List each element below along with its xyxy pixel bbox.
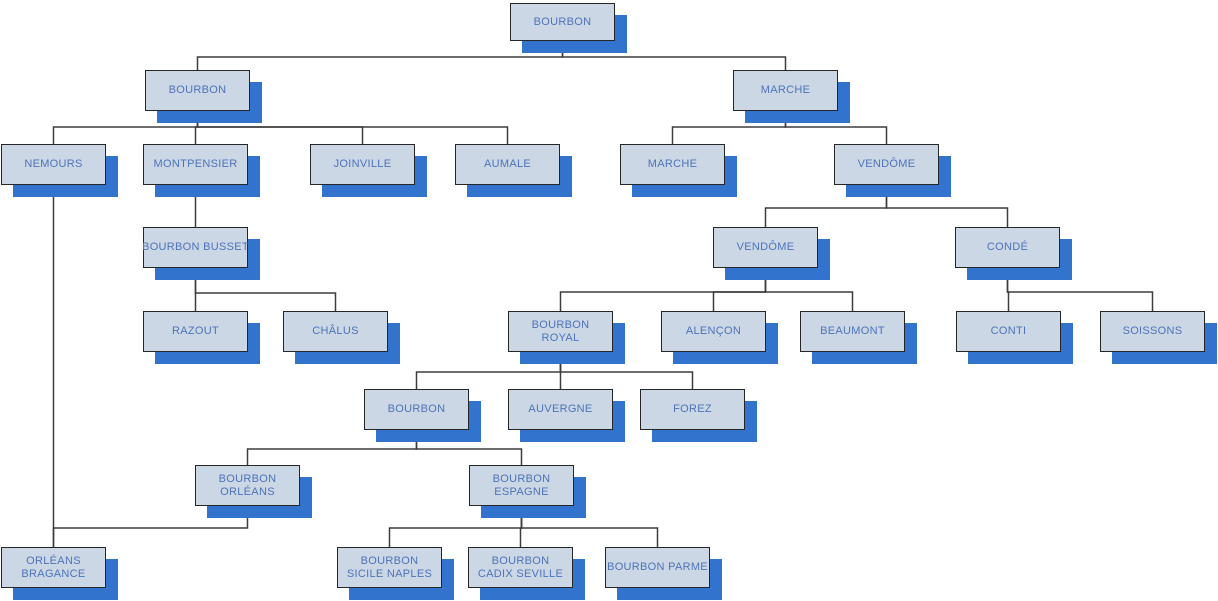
tree-node-nemours[interactable]: NEMOURS <box>1 144 106 185</box>
tree-node-auvergne[interactable]: AUVERGNE <box>508 389 613 430</box>
tree-node-label: MARCHE <box>760 84 811 96</box>
connector-vendome-3-to-bourbon-royal <box>559 268 767 311</box>
tree-node-conti[interactable]: CONTI <box>956 311 1061 352</box>
connector-bourbon-root-to-marche-1 <box>561 41 787 70</box>
tree-node-label: BOURBON <box>491 554 550 567</box>
connector-vendome-3-to-beaumont <box>764 268 854 311</box>
tree-node-vendome-2[interactable]: VENDÔME <box>834 144 939 185</box>
connector-bourbon-4-to-bourbon-orleans <box>246 430 418 465</box>
connector-bourbon-busset-to-chalus <box>194 268 337 311</box>
tree-node-bourbon-busset[interactable]: BOURBON BUSSET <box>142 227 249 268</box>
connector-marche-1-to-vendome-2 <box>784 111 888 144</box>
connector-marche-1-to-marche-2 <box>671 111 787 144</box>
tree-node-label: SOISSONS <box>1122 325 1183 337</box>
tree-node-label: FOREZ <box>673 403 712 415</box>
tree-node-label: BOURBON <box>360 554 419 567</box>
connector-bourbon-1-to-aumale <box>196 111 509 144</box>
connector-conde-to-soissons <box>1006 268 1154 311</box>
tree-node-razout[interactable]: RAZOUT <box>143 311 248 352</box>
tree-node-soissons[interactable]: SOISSONS <box>1100 311 1205 352</box>
tree-node-alencon[interactable]: ALENÇON <box>661 311 766 352</box>
tree-node-vendome-3[interactable]: VENDÔME <box>713 227 818 268</box>
tree-node-label: BEAUMONT <box>820 325 885 337</box>
connector-bourbon-root-to-bourbon-1 <box>196 41 564 70</box>
tree-node-bourbon-parme[interactable]: BOURBON PARME <box>605 547 710 588</box>
tree-node-label: CADIX SEVILLE <box>477 567 564 580</box>
tree-node-chalus[interactable]: CHÂLUS <box>283 311 388 352</box>
tree-node-beaumont[interactable]: BEAUMONT <box>800 311 905 352</box>
tree-node-label: BOURBON <box>218 472 277 485</box>
tree-node-label: CONDÉ <box>986 241 1029 253</box>
tree-node-aumale[interactable]: AUMALE <box>455 144 560 185</box>
tree-node-montpensier[interactable]: MONTPENSIER <box>143 144 248 185</box>
tree-node-marche-2[interactable]: MARCHE <box>620 144 725 185</box>
tree-node-label: ESPAGNE <box>494 485 549 498</box>
connector-vendome-2-to-conde <box>885 185 1009 227</box>
connector-bourbon-espagne-to-bourbon-parme <box>520 506 659 547</box>
tree-node-label: AUMALE <box>483 158 532 170</box>
tree-node-bourbon-1[interactable]: BOURBON <box>145 70 250 111</box>
connector-vendome-3-to-alencon <box>712 268 767 311</box>
tree-node-label: BOURBON <box>168 84 227 96</box>
tree-node-label: VENDÔME <box>857 158 916 170</box>
tree-node-label: MARCHE <box>647 158 698 170</box>
tree-node-joinville[interactable]: JOINVILLE <box>310 144 415 185</box>
tree-node-label: AUVERGNE <box>528 403 593 415</box>
tree-node-label: BOURBON PARME <box>607 561 708 573</box>
tree-node-label: VENDÔME <box>736 241 795 253</box>
connector-bourbon-royal-to-bourbon-4 <box>415 352 562 389</box>
tree-node-label: NEMOURS <box>24 158 83 170</box>
tree-node-label: RAZOUT <box>171 325 220 337</box>
tree-node-label: CHÂLUS <box>312 325 359 337</box>
tree-node-label: ORLÉANS <box>220 485 275 498</box>
tree-node-label: BRAGANCE <box>21 567 86 580</box>
tree-node-forez[interactable]: FOREZ <box>640 389 745 430</box>
tree-node-label: CONTI <box>990 325 1027 337</box>
connector-bourbon-espagne-to-bourbon-sicile-naples <box>388 506 523 547</box>
tree-node-label: SICILE NAPLES <box>346 567 433 580</box>
tree-node-label: BOURBON BUSSET <box>142 241 249 253</box>
tree-node-label: JOINVILLE <box>333 158 392 170</box>
connector-bourbon-4-to-bourbon-espagne <box>415 430 523 465</box>
tree-node-marche-1[interactable]: MARCHE <box>733 70 838 111</box>
tree-node-conde[interactable]: CONDÉ <box>955 227 1060 268</box>
tree-node-label: BOURBON <box>533 15 592 28</box>
tree-node-label: MONTPENSIER <box>153 158 238 170</box>
tree-node-bourbon-4[interactable]: BOURBON <box>364 389 469 430</box>
connector-bourbon-1-to-nemours <box>52 111 199 144</box>
tree-node-bourbon-root[interactable]: BOURBON <box>510 3 615 41</box>
tree-node-label: BOURBON <box>531 318 590 331</box>
connector-bourbon-orleans-to-orleans-bragance <box>52 506 249 547</box>
tree-node-label: BOURBON <box>387 403 446 415</box>
tree-node-label: ROYAL <box>541 331 580 344</box>
connector-bourbon-royal-to-forez <box>559 352 694 389</box>
tree-node-label: ORLÉANS <box>26 554 81 567</box>
tree-node-label: BOURBON <box>492 472 551 485</box>
connector-vendome-2-to-vendome-3 <box>764 185 888 227</box>
tree-node-label: ALENÇON <box>685 325 742 337</box>
